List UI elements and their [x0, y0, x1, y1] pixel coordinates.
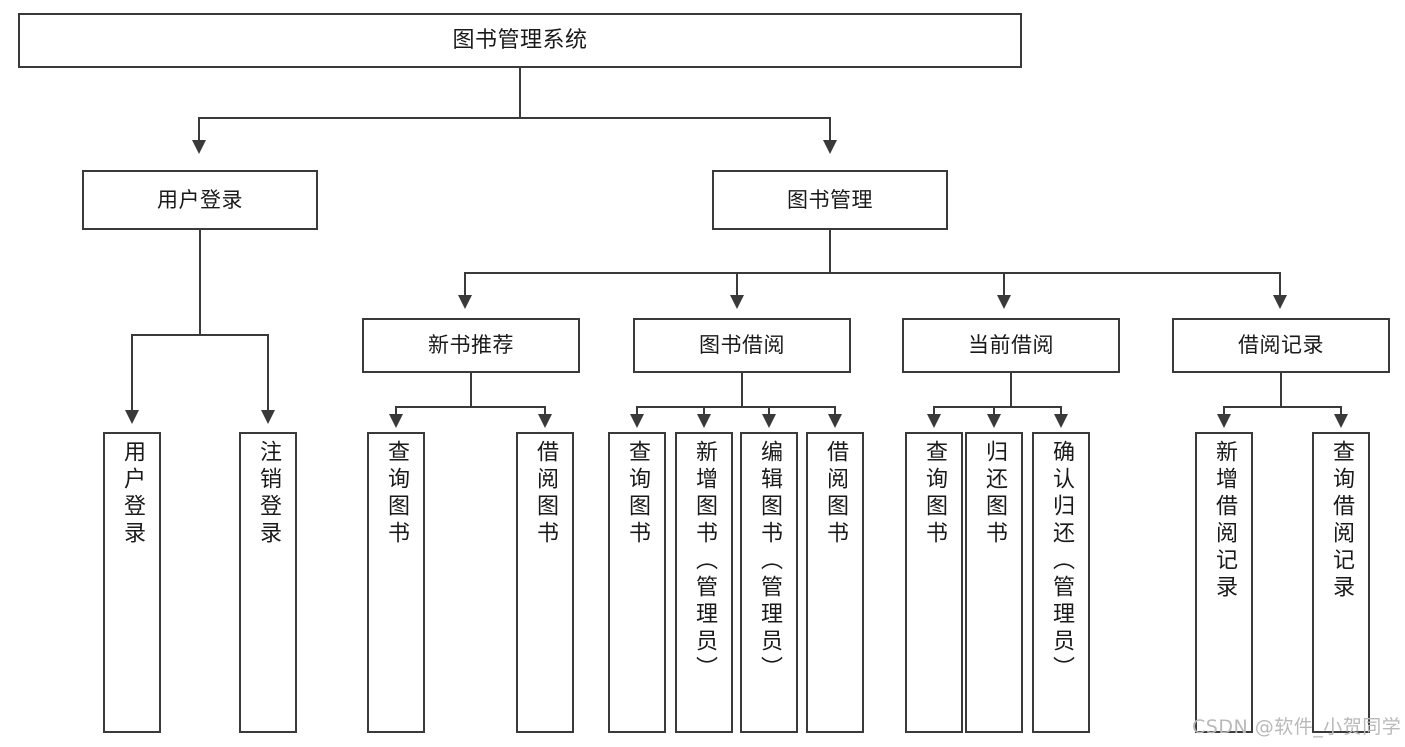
- node-book-management[interactable]: 图书管理: [712, 170, 948, 230]
- leaf-borrow-edit-book[interactable]: 编辑图书（管理员）: [740, 432, 798, 733]
- leaf-logout[interactable]: 注销登录: [239, 432, 297, 733]
- connector-current-leg-3: [1060, 406, 1062, 416]
- leaf-current-return-book[interactable]: 归还图书: [965, 432, 1023, 733]
- leaf-recommend-borrow-book[interactable]: 借阅图书: [516, 432, 574, 733]
- arrow-to-book-borrow: [730, 295, 744, 309]
- arrow-to-current-borrow: [997, 295, 1011, 309]
- node-label: 新增图书（管理员）: [692, 440, 717, 683]
- node-label: 查询图书: [625, 440, 650, 548]
- connector-root-stem: [519, 68, 521, 117]
- arrow-to-leaf-logout: [261, 410, 275, 424]
- node-label: 确认归还（管理员）: [1049, 440, 1074, 683]
- connector-user-login-leg-1: [131, 334, 133, 412]
- arrow-to-leaf-query-record: [1334, 414, 1348, 428]
- node-borrow-record[interactable]: 借阅记录: [1172, 318, 1390, 373]
- connector-borrow-bus: [636, 406, 835, 408]
- connector-current-stem: [1010, 373, 1012, 407]
- connector-borrow-leg-4: [834, 406, 836, 416]
- node-root-book-management-system[interactable]: 图书管理系统: [18, 13, 1022, 68]
- connector-user-login-stem: [199, 230, 201, 335]
- leaf-record-add[interactable]: 新增借阅记录: [1195, 432, 1253, 733]
- leaf-recommend-query-book[interactable]: 查询图书: [367, 432, 425, 733]
- leaf-borrow-query-book[interactable]: 查询图书: [608, 432, 666, 733]
- node-label: 借阅记录: [1238, 333, 1324, 358]
- node-current-borrow[interactable]: 当前借阅: [902, 318, 1120, 373]
- node-label: 借阅图书: [533, 440, 558, 548]
- arrow-to-leaf-user-login: [125, 410, 139, 424]
- node-label: 注销登录: [256, 440, 281, 548]
- connector-current-bus: [933, 406, 1061, 408]
- connector-book-manage-stem: [829, 230, 831, 273]
- node-label: 借阅图书: [823, 440, 848, 548]
- connector-recommend-leg-1: [395, 406, 397, 416]
- arrow-to-leaf-add-record: [1217, 414, 1231, 428]
- connector-record-bus: [1223, 406, 1341, 408]
- connector-book-manage-leg-4: [1279, 272, 1281, 297]
- connector-borrow-leg-1: [636, 406, 638, 416]
- arrow-to-leaf-confirm-return: [1054, 414, 1068, 428]
- node-label: 图书管理: [787, 187, 873, 212]
- node-new-book-recommend[interactable]: 新书推荐: [362, 318, 580, 373]
- leaf-user-login[interactable]: 用户登录: [103, 432, 161, 733]
- connector-root-bus: [198, 117, 831, 119]
- connector-record-leg-2: [1340, 406, 1342, 416]
- arrow-to-leaf-query-book-1: [389, 414, 403, 428]
- arrow-to-leaf-query-book-3: [927, 414, 941, 428]
- node-label: 当前借阅: [968, 333, 1054, 358]
- node-label: 查询图书: [384, 440, 409, 548]
- connector-book-manage-leg-3: [1003, 272, 1005, 297]
- node-label: 新增借阅记录: [1212, 440, 1237, 602]
- leaf-current-confirm-return[interactable]: 确认归还（管理员）: [1032, 432, 1090, 733]
- connector-record-leg-1: [1223, 406, 1225, 416]
- connector-book-manage-bus: [464, 272, 1280, 274]
- arrow-to-borrow-record: [1273, 295, 1287, 309]
- node-label: 用户登录: [157, 187, 243, 212]
- connector-root-leg-left: [198, 117, 200, 142]
- leaf-current-query-book[interactable]: 查询图书: [905, 432, 963, 733]
- node-label: 图书借阅: [699, 333, 785, 358]
- arrow-to-user-login: [192, 140, 206, 154]
- connector-current-leg-2: [993, 406, 995, 416]
- connector-user-login-bus: [131, 334, 268, 336]
- connector-recommend-stem: [470, 373, 472, 407]
- node-label: 用户登录: [120, 440, 145, 548]
- connector-book-manage-leg-1: [464, 272, 466, 297]
- node-user-login[interactable]: 用户登录: [82, 170, 318, 230]
- node-label: 归还图书: [982, 440, 1007, 548]
- arrow-to-leaf-edit-book: [762, 414, 776, 428]
- node-label: 图书管理系统: [452, 27, 588, 53]
- arrow-to-new-book-recommend: [458, 295, 472, 309]
- node-label: 查询图书: [922, 440, 947, 548]
- arrow-to-leaf-query-book-2: [630, 414, 644, 428]
- connector-current-leg-1: [933, 406, 935, 416]
- connector-borrow-leg-2: [703, 406, 705, 416]
- connector-record-stem: [1280, 373, 1282, 407]
- connector-recommend-bus: [395, 406, 545, 408]
- connector-borrow-stem: [741, 373, 743, 407]
- node-label: 查询借阅记录: [1329, 440, 1354, 602]
- leaf-borrow-borrow-book[interactable]: 借阅图书: [806, 432, 864, 733]
- arrow-to-leaf-borrow-book-1: [538, 414, 552, 428]
- arrow-to-leaf-borrow-book-2: [828, 414, 842, 428]
- connector-user-login-leg-2: [267, 334, 269, 412]
- node-label: 新书推荐: [428, 333, 514, 358]
- connector-book-manage-leg-2: [736, 272, 738, 297]
- leaf-record-query[interactable]: 查询借阅记录: [1312, 432, 1370, 733]
- leaf-borrow-add-book[interactable]: 新增图书（管理员）: [675, 432, 733, 733]
- connector-borrow-leg-3: [768, 406, 770, 416]
- arrow-to-leaf-return-book: [987, 414, 1001, 428]
- arrow-to-book-manage: [823, 140, 837, 154]
- connector-recommend-leg-2: [544, 406, 546, 416]
- node-label: 编辑图书（管理员）: [757, 440, 782, 683]
- arrow-to-leaf-add-book: [697, 414, 711, 428]
- connector-root-leg-right: [829, 117, 831, 142]
- node-book-borrow[interactable]: 图书借阅: [633, 318, 851, 373]
